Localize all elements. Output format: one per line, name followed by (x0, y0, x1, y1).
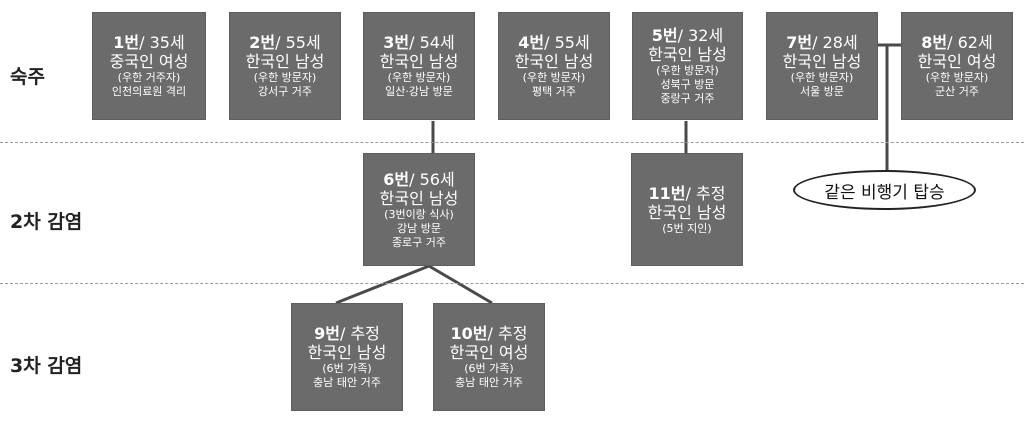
case-info: 서울 방문 (800, 85, 844, 98)
case-age: / 62세 (947, 33, 993, 52)
case-info: (우한 방문자) (522, 71, 586, 84)
case-info: 평택 거주 (532, 85, 576, 98)
case-info: 강서구 거주 (257, 85, 313, 98)
case-number: 11번 (648, 183, 686, 203)
case-number: 6번 (383, 169, 410, 189)
case-box-10: 10번/ 추정 한국인 여성 (6번 가족) 충남 태안 거주 (433, 303, 545, 411)
case-age: / 28세 (812, 33, 858, 52)
row-label-host: 숙주 (10, 66, 45, 88)
case-number: 2번 (249, 33, 276, 52)
case-age: / 55세 (275, 33, 321, 52)
case-info: (우한 방문자) (790, 71, 854, 84)
row-separator-1 (0, 142, 1024, 143)
case-box-5: 5번/ 32세 한국인 남성 (우한 방문자) 성북구 방문 중랑구 거주 (632, 12, 743, 120)
case-box-2: 2번/ 55세 한국인 남성 (우한 방문자) 강서구 거주 (229, 12, 341, 120)
case-info: (5번 지인) (662, 221, 712, 235)
case-age: / 56세 (409, 169, 455, 189)
case-info: 충남 태안 거주 (313, 376, 381, 389)
case-info: (우한 방문자) (656, 64, 719, 77)
case-desc: 한국인 남성 (379, 188, 459, 208)
case-desc: 한국인 여성 (449, 343, 529, 362)
same-flight-note: 같은 비행기 탑승 (793, 170, 976, 210)
case-desc: 중국인 여성 (109, 52, 189, 71)
case-number: 8번 (921, 33, 948, 52)
case-age: / 추정 (339, 324, 380, 343)
case-info: 충남 태안 거주 (455, 376, 523, 389)
case-box-4: 4번/ 55세 한국인 남성 (우한 방문자) 평택 거주 (498, 12, 610, 120)
case-number: 1번 (113, 33, 140, 52)
case-desc: 한국인 남성 (307, 343, 387, 362)
case-number: 5번 (651, 26, 678, 45)
case-desc: 한국인 남성 (379, 52, 459, 71)
case-age: / 추정 (487, 324, 528, 343)
case-box-7: 7번/ 28세 한국인 남성 (우한 방문자) 서울 방문 (766, 12, 878, 120)
case-info: (6번 가족) (464, 362, 514, 375)
case-desc: 한국인 여성 (917, 52, 997, 71)
case-info: (우한 방문자) (925, 71, 989, 84)
case-box-11: 11번/ 추정 한국인 남성 (5번 지인) (631, 153, 743, 266)
link-6-to-9 (335, 264, 430, 305)
case-info: (우한 방문자) (253, 71, 317, 84)
case-desc: 한국인 남성 (782, 52, 862, 71)
case-info: 군산 거주 (935, 85, 979, 98)
row-label-secondary: 2차 감염 (10, 211, 83, 233)
case-info: 일산·강남 방문 (385, 85, 453, 98)
case-box-3: 3번/ 54세 한국인 남성 (우한 방문자) 일산·강남 방문 (363, 12, 475, 120)
case-box-1: 1번/ 35세 중국인 여성 (우한 거주자) 인천의료원 격리 (92, 12, 206, 120)
case-box-9: 9번/ 추정 한국인 남성 (6번 가족) 충남 태안 거주 (291, 303, 403, 411)
case-number: 3번 (383, 33, 410, 52)
case-age: / 추정 (685, 183, 726, 203)
case-box-6: 6번/ 56세 한국인 남성 (3번이랑 식사) 강남 방문 종로구 거주 (363, 153, 475, 266)
case-info: 중랑구 거주 (660, 92, 715, 105)
case-info: (우한 거주자) (117, 71, 181, 84)
case-info: (6번 가족) (322, 362, 372, 375)
case-info: (우한 방문자) (387, 71, 451, 84)
case-age: / 55세 (544, 33, 590, 52)
case-desc: 한국인 남성 (245, 52, 325, 71)
case-number: 4번 (518, 33, 545, 52)
case-desc: 한국인 남성 (647, 202, 727, 222)
case-info: 성북구 방문 (660, 78, 715, 91)
case-number: 7번 (786, 33, 813, 52)
row-label-tertiary: 3차 감염 (10, 355, 83, 377)
row-separator-2 (0, 283, 1024, 284)
case-desc: 한국인 남성 (648, 45, 727, 64)
case-age: / 35세 (139, 33, 185, 52)
case-age: / 54세 (409, 33, 455, 52)
case-age: / 32세 (677, 26, 724, 45)
case-info: (3번이랑 식사) (384, 207, 454, 221)
case-number: 10번 (450, 324, 488, 343)
case-desc: 한국인 남성 (514, 52, 594, 71)
case-info: 인천의료원 격리 (111, 85, 187, 98)
case-info: 강남 방문 (397, 221, 441, 235)
link-6-to-10 (428, 264, 493, 305)
case-number: 9번 (314, 324, 340, 343)
case-info: 종로구 거주 (391, 235, 447, 249)
case-box-8: 8번/ 62세 한국인 여성 (우한 방문자) 군산 거주 (901, 12, 1013, 120)
